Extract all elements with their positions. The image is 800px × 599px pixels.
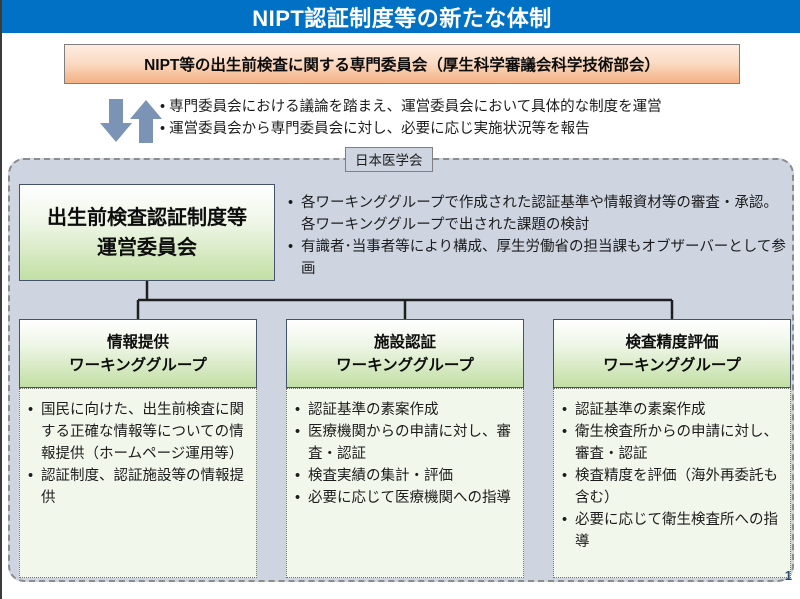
relation-bullets: 専門委員会における議論を踏まえ、運営委員会において具体的な制度を運営 運営委員会…	[160, 96, 780, 140]
working-group-test-accuracy: 検査精度評価 ワーキンググループ 認証基準の素案作成 衛生検査所からの申請に対し…	[553, 319, 791, 578]
working-group-bullet: 必要に応じて医療機関への指導	[294, 487, 516, 509]
working-group-body: 国民に向けた、出生前検査に関する正確な情報等についての情報提供（ホームページ運用…	[19, 388, 257, 578]
working-group-bullet: 衛生検査所からの申請に対し、審査・認証	[561, 421, 783, 465]
working-group-facility-certification: 施設認証 ワーキンググループ 認証基準の素案作成 医療機関からの申請に対し、審査…	[286, 319, 524, 578]
jma-label: 日本医学会	[345, 147, 433, 172]
steering-bullet: 有識者･当事者等により構成、厚生労働省の担当課もオブザーバーとして参画	[287, 236, 787, 280]
working-group-header: 検査精度評価 ワーキンググループ	[553, 319, 791, 388]
working-group-bullet: 認証基準の素案作成	[294, 399, 516, 421]
working-group-bullet: 認証基準の素案作成	[561, 399, 783, 421]
working-group-title-line: ワーキンググループ	[603, 356, 741, 374]
working-group-bullet: 認証制度、認証施設等の情報提供	[27, 465, 249, 509]
expert-committee-label: NIPT等の出生前検査に関する専門委員会（厚生科学審議会科学技術部会）	[144, 57, 660, 74]
working-group-title-line: 検査精度評価	[625, 333, 719, 351]
page-number: 1	[784, 568, 792, 583]
steering-committee-bullets: 各ワーキンググループで作成された認証基準や情報資材等の審査・承認。各ワーキンググ…	[287, 192, 787, 280]
relation-arrows	[100, 98, 162, 144]
up-arrow-icon	[130, 100, 162, 143]
working-group-title-line: 情報提供	[106, 333, 169, 351]
working-group-bullet: 検査実績の集計・評価	[294, 465, 516, 487]
working-group-title-line: ワーキンググループ	[69, 356, 207, 374]
steering-bullet: 各ワーキンググループで作成された認証基準や情報資材等の審査・承認。各ワーキンググ…	[287, 192, 787, 236]
working-group-body: 認証基準の素案作成 医療機関からの申請に対し、審査・認証 検査実績の集計・評価 …	[286, 388, 524, 578]
working-group-bullet: 医療機関からの申請に対し、審査・認証	[294, 421, 516, 465]
working-group-bullet: 検査精度を評価（海外再委託も含む）	[561, 465, 783, 509]
working-group-body: 認証基準の素案作成 衛生検査所からの申請に対し、審査・認証 検査精度を評価（海外…	[553, 388, 791, 578]
working-group-header: 情報提供 ワーキンググループ	[19, 319, 257, 388]
slide-title-bar: NIPT認証制度等の新たな体制	[2, 0, 800, 33]
page-title: NIPT認証制度等の新たな体制	[252, 5, 552, 31]
steering-committee-box: 出生前検査認証制度等 運営委員会	[19, 184, 275, 281]
working-group-bullet: 国民に向けた、出生前検査に関する正確な情報等についての情報提供（ホームページ運用…	[27, 399, 249, 465]
working-group-bullet: 必要に応じて衛生検査所への指導	[561, 509, 783, 553]
relation-bullet: 専門委員会における議論を踏まえ、運営委員会において具体的な制度を運営	[160, 96, 780, 118]
steering-committee-title-line: 出生前検査認証制度等	[47, 206, 247, 229]
working-group-header: 施設認証 ワーキンググループ	[286, 319, 524, 388]
steering-committee-title-line: 運営委員会	[97, 236, 197, 259]
working-group-information: 情報提供 ワーキンググループ 国民に向けた、出生前検査に関する正確な情報等につい…	[19, 319, 257, 578]
relation-bullet: 運営委員会から専門委員会に対し、必要に応じ実施状況等を報告	[160, 118, 780, 140]
working-group-title-line: ワーキンググループ	[336, 356, 474, 374]
working-group-title-line: 施設認証	[373, 333, 436, 351]
expert-committee-box: NIPT等の出生前検査に関する専門委員会（厚生科学審議会科学技術部会）	[64, 44, 740, 84]
down-arrow-icon	[100, 99, 132, 142]
